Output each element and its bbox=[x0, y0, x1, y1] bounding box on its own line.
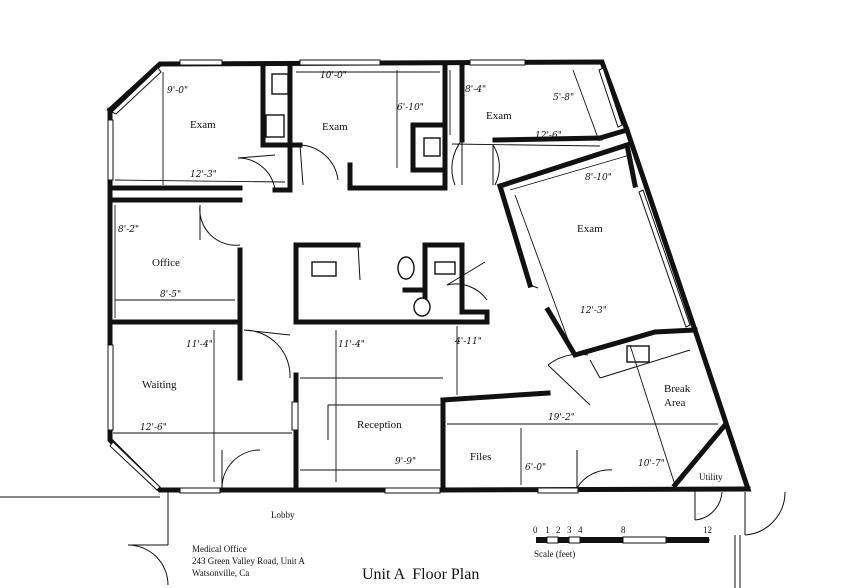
scale-tick-label: 3 bbox=[567, 525, 572, 535]
dim-reception-depth: 11'-4" bbox=[338, 340, 365, 350]
scale-tick-label: 8 bbox=[621, 525, 626, 535]
address-line-2: 243 Green Valley Road, Unit A bbox=[192, 556, 305, 566]
room-label-exam-1: Exam bbox=[190, 119, 216, 131]
plan-title: Unit A Floor Plan bbox=[362, 566, 479, 583]
scale-bar: 0 1 2 3 4 8 12 Scale (feet) bbox=[533, 525, 712, 559]
room-label-exam-2: Exam bbox=[322, 121, 348, 133]
scale-tick-label: 1 bbox=[545, 525, 550, 535]
dim-exam3-width: 8'-4" bbox=[465, 85, 486, 95]
room-label-exam-3: Exam bbox=[486, 110, 512, 122]
dim-corridor: 4'-11" bbox=[454, 337, 482, 347]
dim-files-depth: 6'-0" bbox=[525, 463, 546, 473]
room-labels: Exam Exam Exam Exam Office Waiting Recep… bbox=[142, 110, 723, 520]
dim-break-depth: 10'-7" bbox=[638, 459, 665, 469]
scale-tick-label: 2 bbox=[556, 525, 561, 535]
scale-tick-label: 4 bbox=[578, 525, 583, 535]
dim-exam4-depth: 12'-3" bbox=[580, 306, 607, 316]
dimension-lines bbox=[113, 69, 718, 486]
doors bbox=[127, 139, 786, 588]
dim-exam1-depth: 9'-0" bbox=[167, 86, 188, 96]
room-label-utility: Utility bbox=[699, 472, 723, 482]
windows bbox=[107, 59, 691, 494]
interior-walls bbox=[107, 61, 729, 493]
dim-office-depth: 8'-2" bbox=[118, 225, 139, 235]
dim-office-width: 8'-5" bbox=[160, 290, 181, 300]
room-label-office: Office bbox=[152, 257, 180, 269]
room-label-waiting: Waiting bbox=[142, 379, 177, 391]
dimension-labels: 9'-0" 12'-3" 10'-0" 6'-10" 8'-4" 5'-8" 1… bbox=[118, 71, 665, 473]
dim-exam1-width: 12'-3" bbox=[190, 170, 217, 180]
room-label-break-line-2: Area bbox=[664, 397, 685, 409]
dim-reception-width: 9'-9" bbox=[395, 457, 416, 467]
dim-exam4-width: 8'-10" bbox=[585, 173, 612, 183]
dim-exam3-depth: 12'-6" bbox=[535, 131, 562, 141]
scale-bar-graphic bbox=[536, 536, 710, 544]
room-label-lobby: Lobby bbox=[271, 510, 295, 520]
dim-exam2-depth: 6'-10" bbox=[397, 103, 424, 113]
address-line-1: Medical Office bbox=[192, 544, 247, 554]
dim-exam2-width: 10'-0" bbox=[320, 71, 347, 81]
address-block: Medical Office 243 Green Valley Road, Un… bbox=[192, 544, 305, 578]
room-label-exam-4: Exam bbox=[577, 223, 603, 235]
dim-exam3-diag: 5'-8" bbox=[553, 93, 574, 103]
scale-label: Scale (feet) bbox=[534, 549, 575, 559]
dim-rear-width: 19'-2" bbox=[548, 413, 575, 423]
fixtures bbox=[265, 73, 650, 363]
scale-tick-label: 0 bbox=[533, 525, 538, 535]
room-label-files: Files bbox=[470, 451, 491, 463]
room-label-reception: Reception bbox=[357, 419, 402, 431]
address-line-3: Watsonville, Ca bbox=[192, 568, 249, 578]
dim-waiting-width: 12'-6" bbox=[140, 423, 167, 433]
room-label-break-line-1: Break bbox=[664, 383, 691, 395]
dim-waiting-depth: 11'-4" bbox=[186, 340, 213, 350]
scale-tick-label: 12 bbox=[703, 525, 712, 535]
